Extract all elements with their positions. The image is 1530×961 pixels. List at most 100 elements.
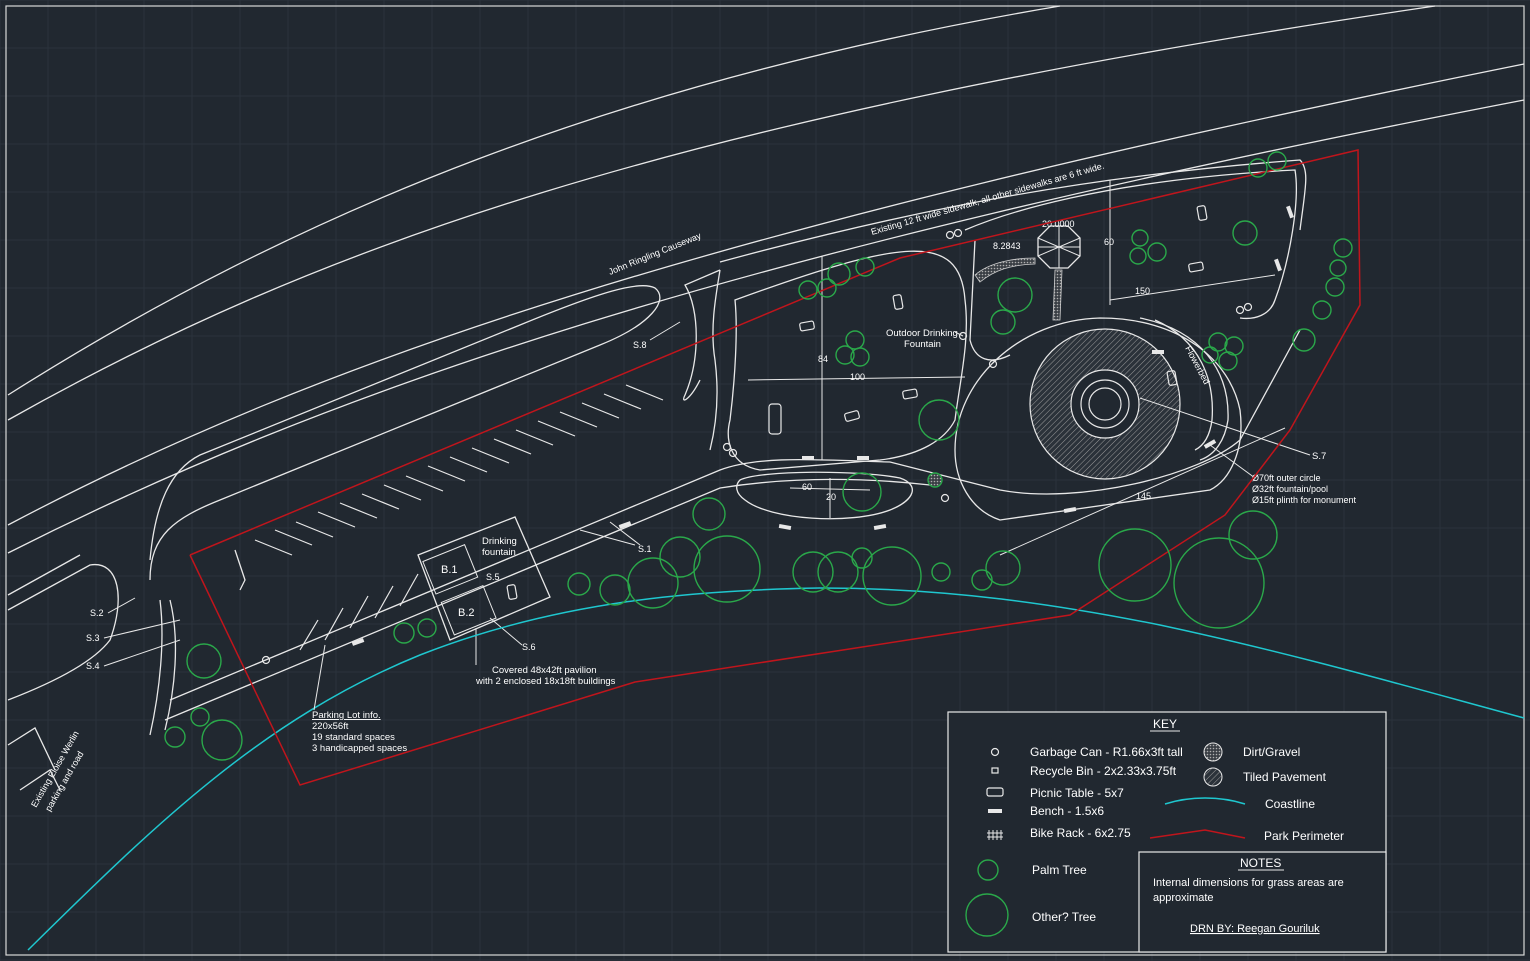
- palm-tree-icon: [977, 859, 999, 881]
- tree-icon: [201, 719, 243, 761]
- tree-icon: [817, 551, 859, 593]
- dimension-60a: 60: [802, 482, 812, 492]
- parking-stall-line: [274, 529, 313, 546]
- tree-icon: [835, 345, 855, 365]
- tree-icon: [1292, 328, 1316, 352]
- key-bench-label: Bench - 1.5x6: [1030, 804, 1104, 818]
- key-dirt-label: Dirt/Gravel: [1243, 745, 1300, 759]
- tree-icon: [1333, 238, 1353, 258]
- trees: [164, 151, 1353, 761]
- tree-icon: [862, 546, 922, 606]
- tree-icon: [1312, 300, 1332, 320]
- drawn-by-label: DRN BY: Reegan Gouriluk: [1190, 923, 1320, 935]
- parking-stall-line: [339, 502, 378, 519]
- pavilion-note-1: Covered 48x42ft pavilion: [492, 665, 597, 676]
- picnic-table-icon: [902, 388, 918, 400]
- pavilion-drinking-fountain-label-2: fountain: [482, 547, 516, 558]
- picnic-table-icon: [1166, 370, 1178, 386]
- tree-icon: [627, 557, 679, 609]
- tree-icon: [931, 562, 951, 582]
- sign-s5-label: S.5: [486, 572, 500, 582]
- site-furniture: [261, 205, 1294, 665]
- picnic-table-icon: [1188, 261, 1204, 273]
- dimension-84: 84: [818, 354, 828, 364]
- garbage-can-icon: [261, 655, 271, 665]
- notes-box: NOTES Internal dimensions for grass area…: [1138, 851, 1387, 953]
- parking-info-line-1: 220x56ft: [312, 721, 349, 732]
- bench-icon: [1286, 205, 1294, 219]
- notes-line-1: Internal dimensions for grass areas are: [1153, 877, 1344, 889]
- picnic-table-icon: [844, 410, 860, 422]
- picnic-table-icon: [892, 294, 904, 310]
- garbage-can-icon: [722, 442, 732, 452]
- tree-icon: [817, 278, 837, 298]
- key-title: KEY: [1153, 717, 1177, 731]
- monument-note-1: Ø70ft outer circle: [1252, 473, 1321, 483]
- parking-stall-line: [625, 384, 664, 401]
- coastline-line: [27, 587, 1525, 951]
- tree-icon: [842, 472, 882, 512]
- parking-stall-line: [361, 493, 400, 510]
- tree-icon: [1208, 332, 1228, 352]
- coastline-legend-icon: [1164, 797, 1246, 805]
- sign-s1-label: S.1: [638, 544, 652, 554]
- pavilion: B.1 B.2 Drinking fountain S.5 S.6 Covere…: [417, 516, 616, 687]
- parking-stall-line: [493, 438, 532, 455]
- tree-icon: [997, 277, 1033, 313]
- causeway-road: [7, 5, 1525, 554]
- picnic-table-icon: [986, 787, 1004, 797]
- perimeter-legend-icon: [1149, 829, 1246, 839]
- key-coastline-label: Coastline: [1265, 797, 1315, 811]
- bench-icon: [873, 523, 887, 531]
- key-garbage-label: Garbage Can - R1.66x3ft tall: [1030, 745, 1183, 759]
- tree-icon: [971, 569, 993, 591]
- bench-icon: [1203, 439, 1217, 449]
- tree-icon: [599, 574, 631, 606]
- picnic-table-icon: [1196, 205, 1208, 221]
- tree-icon: [1131, 229, 1149, 247]
- picnic-table-icon: [506, 584, 518, 600]
- tree-icon: [1329, 259, 1347, 277]
- sign-s3-label: S.3: [86, 633, 100, 643]
- bench-icon: [778, 523, 792, 531]
- tree-icon: [393, 622, 415, 644]
- sign-s2-label: S.2: [90, 608, 104, 618]
- tree-icon: [1267, 151, 1287, 171]
- outdoor-fountain-label-1: Outdoor Drinking: [886, 328, 958, 339]
- park-perimeter-line: [189, 149, 1361, 786]
- parking-stalls: [254, 384, 664, 651]
- garbage-can-icon: [940, 493, 950, 503]
- building-1-label: B.1: [441, 564, 458, 576]
- key-bike-label: Bike Rack - 6x2.75: [1030, 826, 1131, 840]
- sidewalks: [7, 159, 1307, 736]
- pavilion-drinking-fountain-label-1: Drinking: [482, 536, 517, 547]
- garbage-can-icon: [990, 747, 1000, 757]
- tree-icon: [792, 551, 834, 593]
- parking-stall-line: [515, 429, 554, 446]
- bench-icon: [618, 521, 632, 529]
- parking-stall-line: [349, 595, 369, 629]
- tree-icon: [1129, 247, 1147, 265]
- dimension-150: 150: [1135, 286, 1150, 296]
- key-other-tree-label: Other? Tree: [1032, 910, 1096, 924]
- key-picnic-label: Picnic Table - 5x7: [1030, 786, 1124, 800]
- tree-icon: [985, 550, 1021, 586]
- sign-s7-label: S.7: [1312, 451, 1326, 462]
- parking-stall-line: [254, 539, 293, 556]
- garbage-can-icon: [988, 359, 998, 369]
- tree-icon: [1218, 351, 1238, 371]
- picnic-table-icon: [799, 320, 815, 332]
- building-2-label: B.2: [458, 607, 475, 619]
- tree-icon: [850, 347, 870, 367]
- bench-icon: [802, 456, 814, 460]
- parking-info-title: Parking Lot info.: [312, 710, 381, 721]
- double-picnic-table-icon: [768, 403, 782, 435]
- dimension-lines: 100 84 60 20 60 150 145: [747, 180, 1286, 556]
- tiled-pavement-icon: [1203, 767, 1223, 787]
- sign-s6-label: S.6: [522, 642, 536, 652]
- bench-icon: [1274, 258, 1282, 272]
- bench-icon: [988, 809, 1002, 813]
- dimension-8-2843: 8.2843: [993, 241, 1021, 251]
- notes-title: NOTES: [1240, 856, 1281, 870]
